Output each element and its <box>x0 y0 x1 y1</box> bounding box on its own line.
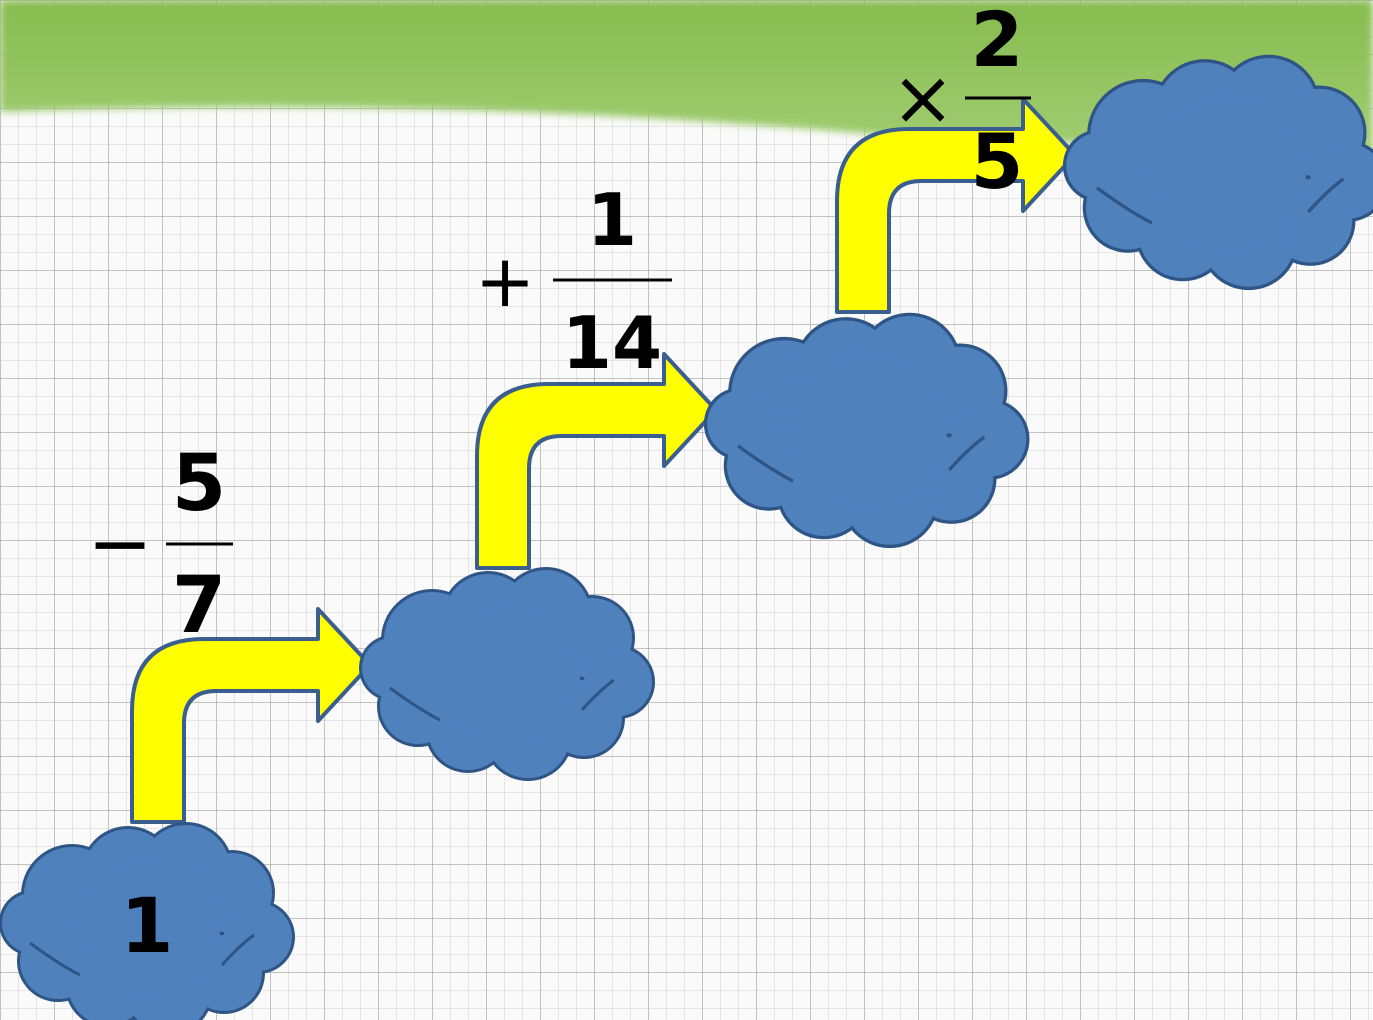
start-value: 1 <box>121 881 174 970</box>
operation-1: −5 7 <box>87 439 233 651</box>
arrow-1 <box>132 609 370 822</box>
operator-sign: − <box>87 499 152 589</box>
operator-sign: × <box>891 53 955 142</box>
fraction-numerator: 2 <box>971 0 1024 84</box>
fraction-numerator: 1 <box>587 178 637 262</box>
operator-sign: + <box>475 239 535 323</box>
arrow-2 <box>477 354 716 568</box>
fraction-denominator: 7 <box>172 561 226 651</box>
fraction-numerator: 5 <box>172 439 226 529</box>
cloud-2 <box>359 567 655 781</box>
cloud-3 <box>704 313 1030 548</box>
fraction-denominator: 5 <box>971 117 1024 206</box>
fraction-denominator: 14 <box>562 301 662 385</box>
operation-2: +1 14 <box>475 178 672 385</box>
